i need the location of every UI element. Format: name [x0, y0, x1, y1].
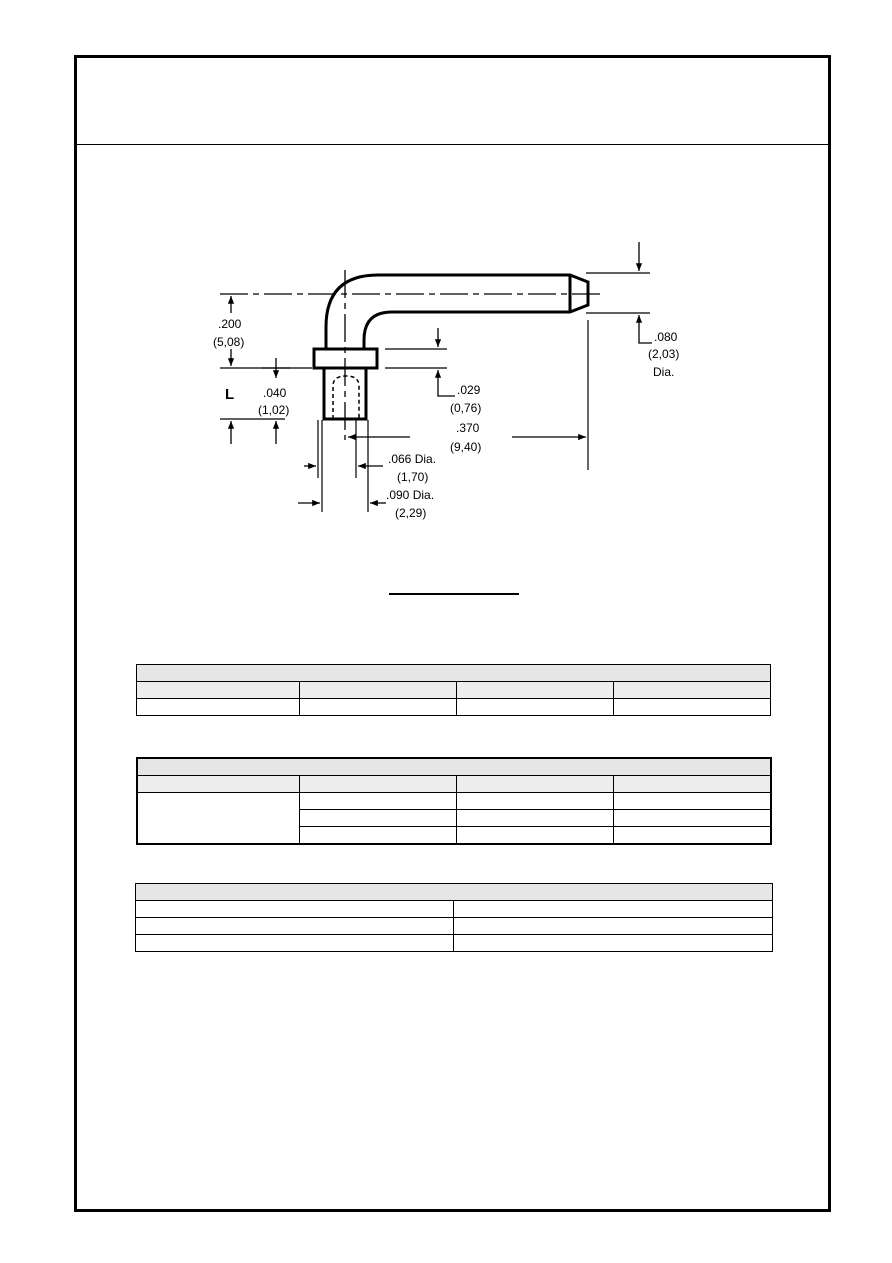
- table-row: [135, 917, 773, 935]
- table-row: [136, 698, 771, 716]
- dim-040-mm: (1,02): [258, 403, 289, 417]
- table-cell: [298, 809, 457, 827]
- dim-066-in: .066 Dia.: [388, 452, 436, 466]
- table-cell: [453, 917, 773, 935]
- table-cell: [136, 681, 300, 699]
- table-row: [135, 900, 773, 918]
- table-cell: [612, 826, 772, 845]
- table-header-row: [135, 883, 773, 901]
- table-cell: [612, 809, 772, 827]
- spec-table-2: [136, 757, 772, 845]
- table-cell: [136, 775, 300, 793]
- table-cell: [612, 792, 772, 810]
- table-cell: [299, 681, 457, 699]
- dim-090-mm: (2,29): [395, 506, 426, 520]
- dim-066-mm: (1,70): [397, 470, 428, 484]
- table-cell: [298, 826, 457, 845]
- table-cell: [135, 883, 773, 901]
- dim-040-in: .040: [263, 386, 287, 400]
- table-row: [136, 792, 772, 845]
- table-cell: [455, 809, 614, 827]
- part-drawing: .200 (5,08) L .040 (1,02) .029 (0,76) .3…: [213, 242, 679, 520]
- table-cell: [298, 775, 457, 793]
- title-block-divider: [74, 144, 831, 145]
- table-cell: [456, 681, 614, 699]
- dim-200-in: .200: [218, 317, 242, 331]
- table-cell: [456, 698, 614, 716]
- table-cell: [135, 917, 454, 935]
- table-cell: [455, 826, 614, 845]
- pin-body: [312, 273, 590, 421]
- table-cell: [136, 757, 772, 776]
- dimension-arrows: [227, 242, 652, 507]
- table-cell: [136, 664, 771, 682]
- table-row: [137, 826, 772, 845]
- section-heading-underline: [389, 593, 519, 595]
- dim-370-mm: (9,40): [450, 440, 481, 454]
- table-cell: [612, 775, 772, 793]
- table-row: [135, 934, 773, 952]
- table-cell: [135, 934, 454, 952]
- hidden-bore: [332, 375, 360, 419]
- dim-200-mm: (5,08): [213, 335, 244, 349]
- spec-table-1: [136, 664, 771, 716]
- dim-080-suffix: Dia.: [653, 365, 674, 379]
- table-cell: [299, 698, 457, 716]
- table-cell: [455, 792, 614, 810]
- dim-090-in: .090 Dia.: [386, 488, 434, 502]
- table-header-row: [136, 664, 771, 682]
- spec-table-3: [135, 883, 773, 952]
- table-subheader-row: [136, 775, 772, 793]
- table-cell: [453, 900, 773, 918]
- dim-370-in: .370: [456, 421, 480, 435]
- dim-length-label: L: [225, 386, 234, 403]
- table-cell: [135, 900, 454, 918]
- table-cell: [136, 698, 300, 716]
- centerlines: [220, 270, 602, 440]
- dim-080-in: .080: [654, 330, 678, 344]
- table-cell: [455, 775, 614, 793]
- dim-029-mm: (0,76): [450, 401, 481, 415]
- table-header-row: [136, 757, 772, 776]
- table-cell: [298, 792, 457, 810]
- drawing-sheet-border: [74, 55, 831, 1212]
- table-cell: [453, 934, 773, 952]
- table-cell: [136, 792, 300, 845]
- table-row: [137, 809, 772, 827]
- table-cell: [613, 698, 771, 716]
- dim-080-mm: (2,03): [648, 347, 679, 361]
- table-cell: [613, 681, 771, 699]
- table-subheader-row: [136, 681, 771, 699]
- dim-029-in: .029: [457, 383, 481, 397]
